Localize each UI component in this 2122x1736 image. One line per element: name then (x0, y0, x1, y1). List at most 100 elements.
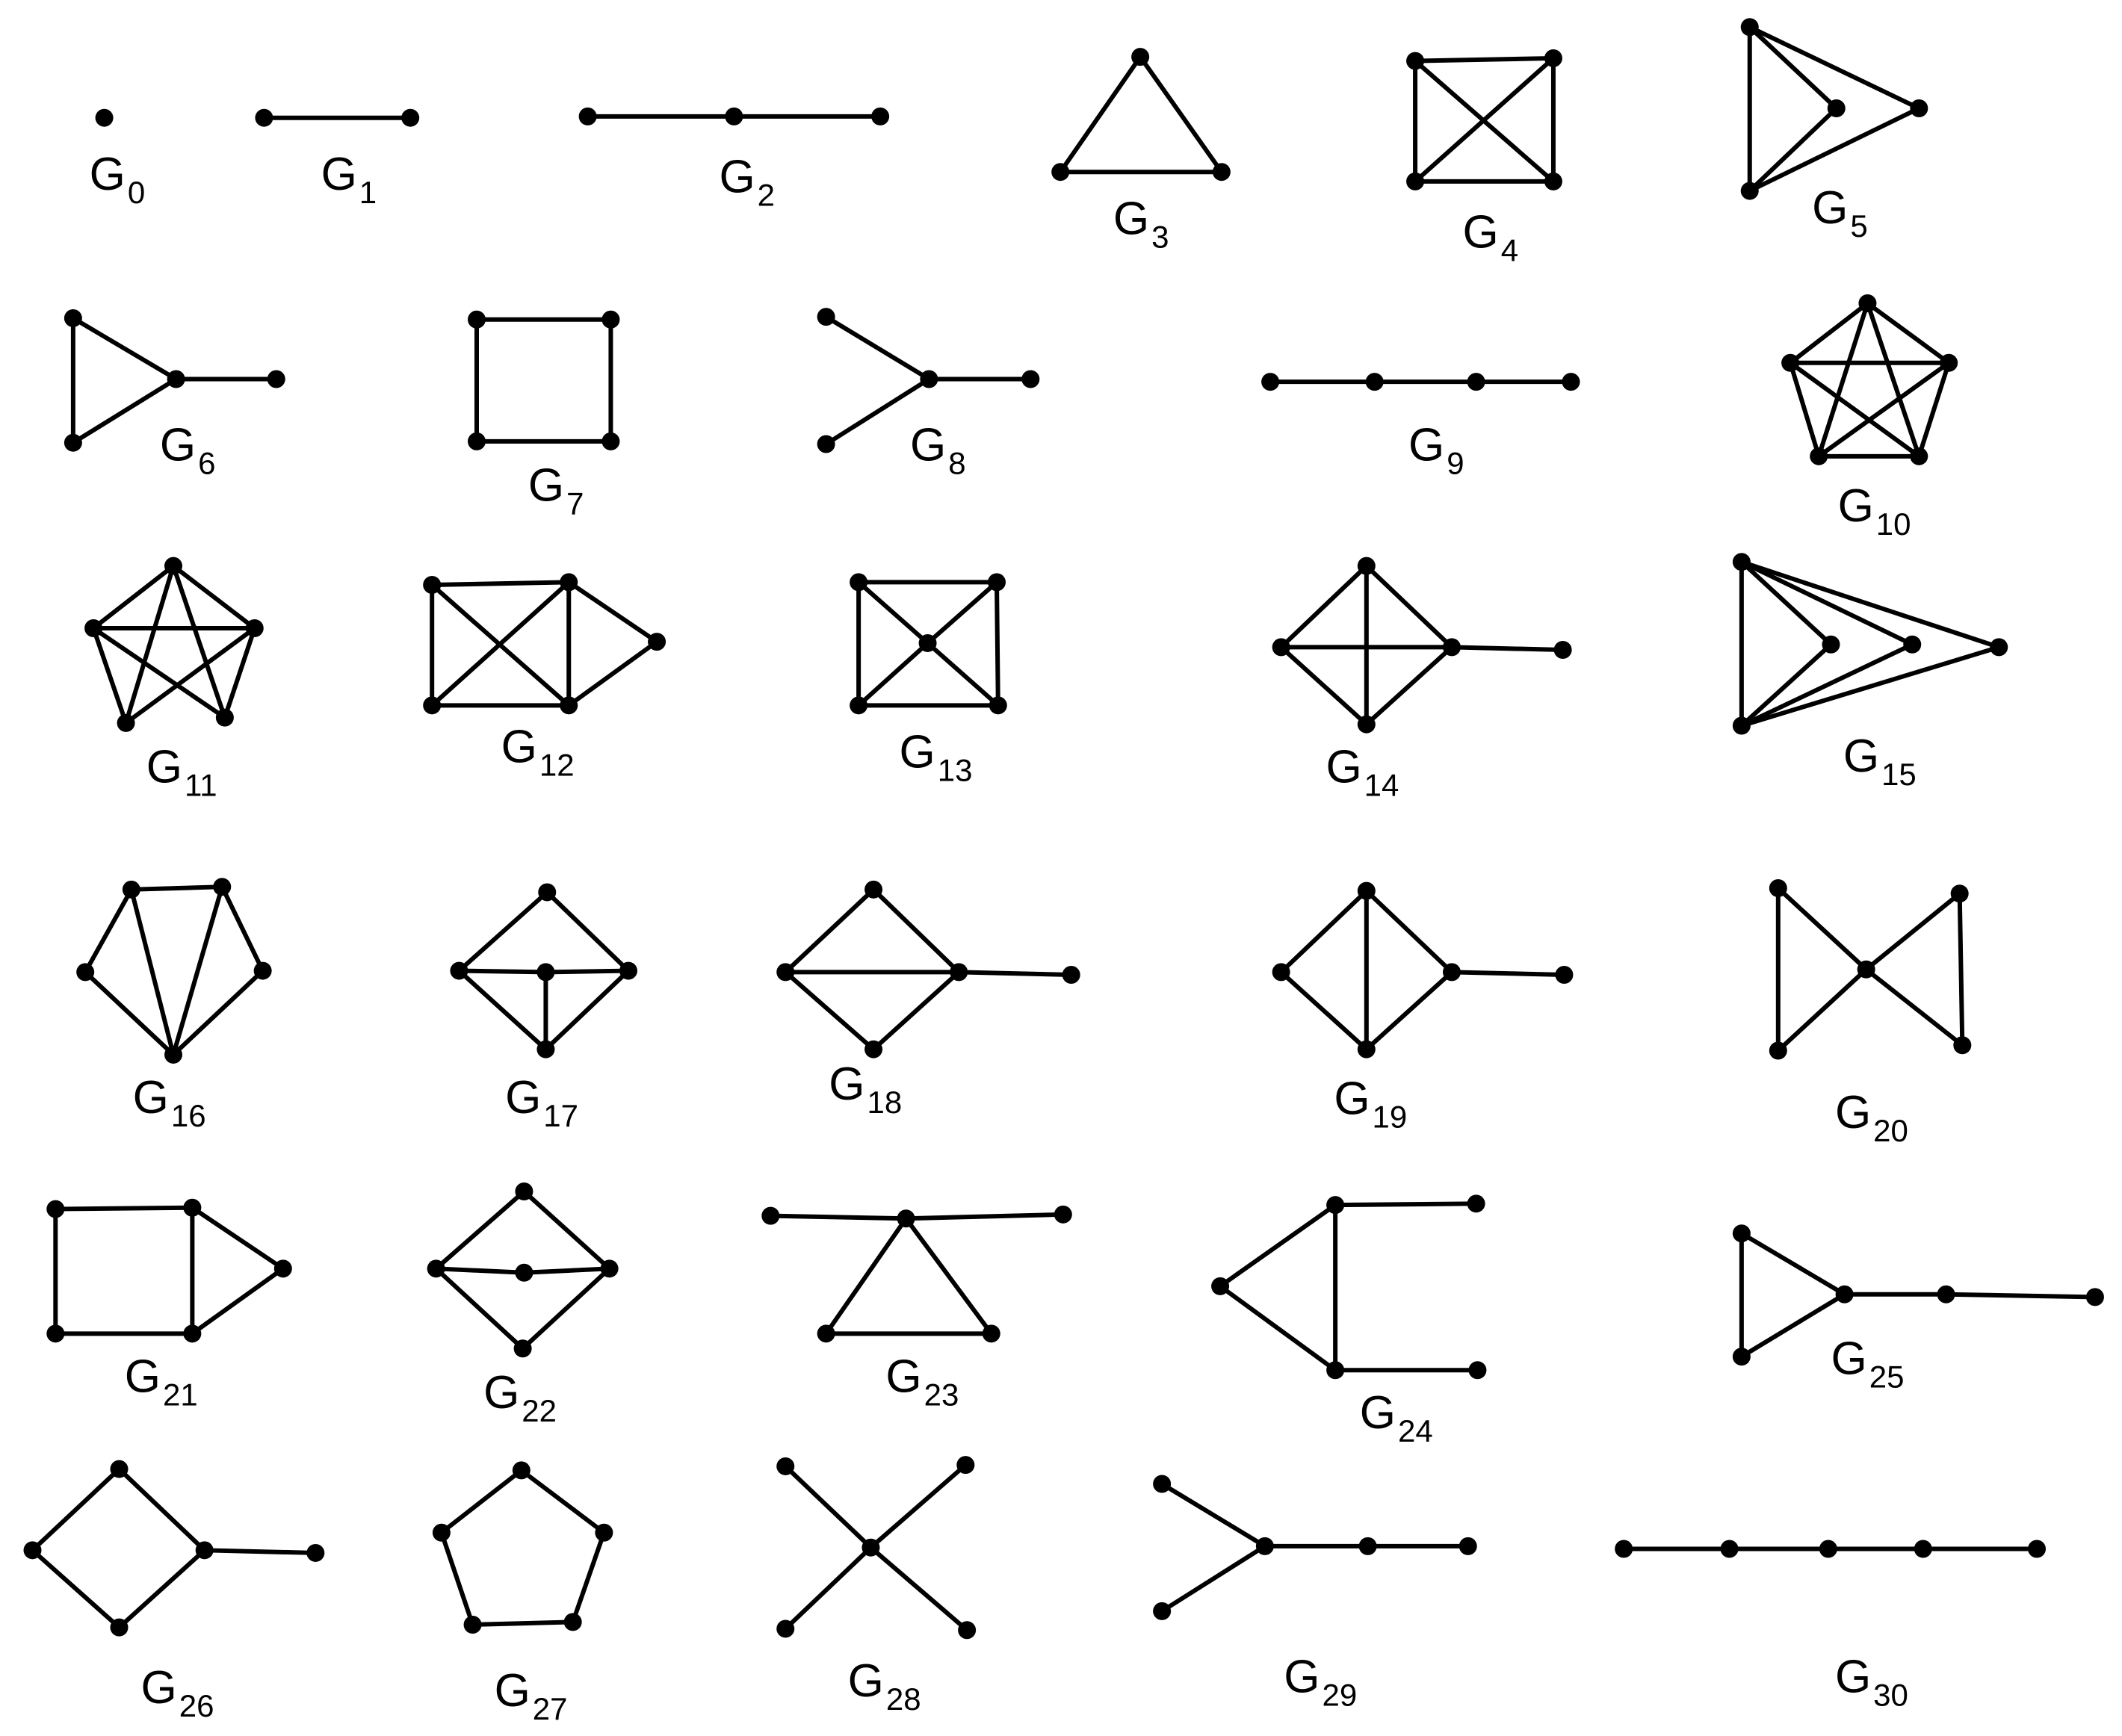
graph-23-vertex-1 (897, 1209, 915, 1228)
graph-8-edge-2 (823, 376, 932, 447)
graph-24-vertex-2 (1211, 1277, 1230, 1295)
graph-7-label-letter: G (528, 460, 564, 512)
graph-13-vertex-1 (988, 573, 1006, 592)
graph-23-vertex-3 (817, 1324, 835, 1343)
graph-12-label: G12 (501, 721, 575, 782)
graph-22-vertex-2 (515, 1263, 533, 1282)
graph-11-vertex-4 (215, 708, 234, 727)
graph-17-vertex-0 (538, 883, 557, 902)
graph-25-vertex-3 (2085, 1288, 2104, 1306)
graph-19-label: G19 (1334, 1073, 1407, 1135)
graph-27-edge-4 (470, 1619, 575, 1627)
graph-10-label-subscript: 10 (1876, 506, 1911, 542)
graph-27-vertex-4 (563, 1613, 582, 1631)
graph-12-edge-7 (566, 639, 660, 708)
graph-13-vertex-0 (850, 573, 868, 592)
graph-16-vertex-2 (76, 963, 95, 982)
graph-9-vertex-2 (1467, 373, 1485, 391)
graph-24-edge-1 (1218, 1203, 1338, 1289)
graph-25-edge-4 (1943, 1292, 2097, 1300)
graph-26-label-subscript: 26 (179, 1688, 214, 1723)
graph-26-edge-2 (30, 1548, 122, 1630)
graph-7-vertex-0 (468, 310, 486, 329)
graph-9-label: G9 (1408, 419, 1464, 480)
graph-11-vertex-2 (245, 619, 264, 637)
graph-5-edge-0 (1747, 25, 1839, 111)
graph-28-vertex-0 (776, 1457, 795, 1475)
graph-16-label: G16 (133, 1072, 206, 1133)
graph-30-label-subscript: 30 (1873, 1678, 1908, 1713)
graph-5-vertex-0 (1740, 18, 1759, 37)
graph-16-label-letter: G (133, 1072, 169, 1123)
graph-0-vertex-0 (95, 108, 114, 127)
graph-23-edge-2 (823, 1216, 909, 1336)
graph-10-edge-6 (1788, 360, 1922, 459)
graph-27-edge-3 (570, 1530, 607, 1625)
graph-6-edge-0 (70, 315, 179, 382)
graph-20-label-letter: G (1835, 1087, 1871, 1138)
graph-18-edge-3 (783, 970, 876, 1052)
graph-11-edge-1 (171, 563, 257, 630)
graph-11-vertex-3 (117, 713, 135, 732)
graph-15-edge-2 (1739, 559, 2002, 650)
graph-18-edge-5 (956, 970, 1074, 977)
graph-21-vertex-0 (46, 1200, 65, 1218)
graph-22-edge-2 (433, 1266, 527, 1275)
graph-16-vertex-4 (164, 1045, 182, 1064)
graph-12-edge-0 (430, 580, 572, 587)
graph-13-vertex-2 (918, 633, 937, 652)
graph-5-edge-4 (1747, 106, 1922, 193)
graph-29-vertex-0 (1153, 1475, 1172, 1493)
graph-14-edge-1 (1364, 563, 1454, 650)
graph-2-vertex-1 (725, 107, 743, 125)
graph-17-vertex-3 (619, 961, 637, 980)
graph-11-label: G11 (146, 742, 217, 803)
graph-14-label-letter: G (1326, 742, 1361, 793)
graph-8-vertex-0 (817, 308, 835, 326)
graph-28-edge-3 (868, 1545, 970, 1633)
graph-8-edge-0 (823, 314, 932, 382)
graph-6-vertex-1 (167, 370, 185, 388)
graph-27-label: G27 (495, 1665, 568, 1726)
graph-28-vertex-2 (862, 1538, 880, 1557)
graph-23-edge-0 (768, 1213, 909, 1221)
graph-24-edge-3 (1218, 1283, 1338, 1373)
graph-18-vertex-3 (864, 1040, 883, 1058)
graph-8-vertex-2 (1021, 370, 1040, 388)
graph-26-vertex-0 (110, 1460, 129, 1478)
graph-17-vertex-4 (536, 1040, 555, 1058)
graph-24-label: G24 (1360, 1387, 1433, 1448)
graph-15-edge-1 (1739, 559, 1915, 647)
graph-3-vertex-1 (1051, 163, 1070, 182)
graph-16-edge-3 (83, 970, 176, 1057)
graph-21-vertex-2 (46, 1324, 65, 1343)
graph-10-edge-1 (1865, 301, 1952, 365)
graph-22-vertex-4 (513, 1339, 532, 1358)
graph-22-vertex-1 (427, 1259, 445, 1278)
graph-22-edge-3 (522, 1266, 612, 1275)
graph-17-edge-1 (545, 890, 631, 973)
graph-13-edge-4 (856, 580, 930, 645)
graph-25-edge-2 (1739, 1292, 1847, 1360)
graph-28-label: G28 (848, 1655, 921, 1717)
graph-12-vertex-4 (648, 633, 666, 651)
graph-4-vertex-3 (1544, 172, 1562, 190)
graph-10-vertex-2 (1940, 353, 1958, 372)
graph-22-vertex-0 (515, 1182, 533, 1200)
graph-24-label-subscript: 24 (1398, 1413, 1433, 1448)
graph-10-edge-3 (1865, 301, 1922, 459)
graph-14-edge-5 (1364, 645, 1454, 727)
graph-16-edge-6 (171, 884, 225, 1057)
graph-18-label-subscript: 18 (867, 1085, 902, 1120)
graph-27-edge-0 (439, 1468, 524, 1535)
nodes-layer (23, 18, 2104, 1640)
graph-22-label-subscript: 22 (522, 1393, 557, 1428)
graph-17-edge-3 (543, 968, 631, 975)
graph-24-vertex-4 (1468, 1361, 1487, 1380)
graph-10-label: G10 (1838, 480, 1911, 542)
graph-21-edge-5 (190, 1266, 285, 1336)
graph-25-label-subscript: 25 (1869, 1360, 1905, 1395)
graph-14-edge-6 (1450, 645, 1565, 652)
graph-14-vertex-4 (1553, 641, 1572, 659)
